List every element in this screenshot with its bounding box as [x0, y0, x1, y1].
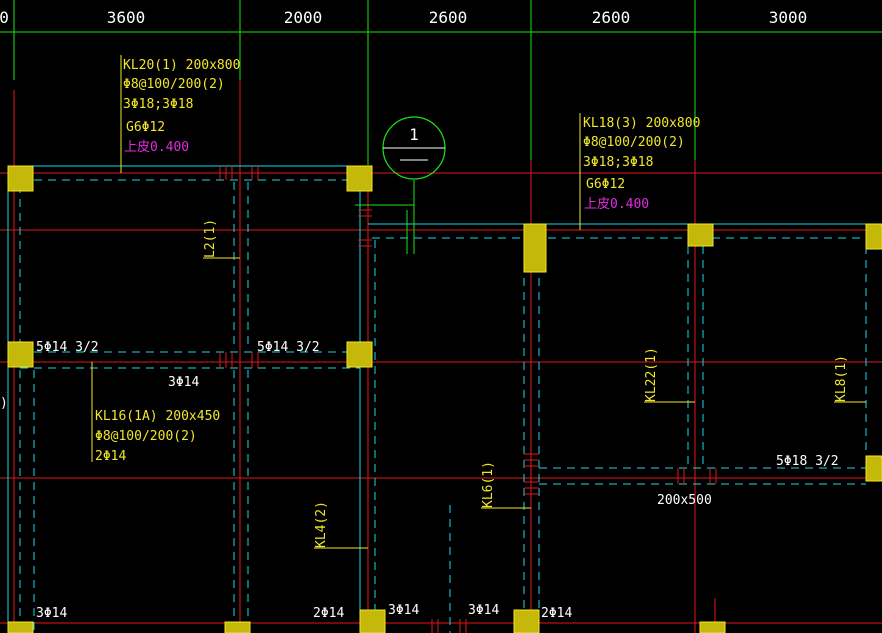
column	[224, 621, 251, 633]
kl16-stirrup: Φ8@100/200(2)	[95, 429, 197, 444]
rebar-label: 2Φ14	[313, 606, 344, 621]
rebar-label: 5Φ18 3/2	[776, 454, 839, 469]
column	[7, 165, 34, 192]
rebar-labels: 5Φ14 3/2 5Φ14 3/2 3Φ14 5Φ18 3/2 200x500 …	[0, 340, 839, 621]
rebar-label: 5Φ14 3/2	[36, 340, 99, 355]
dimension-label: 3600	[107, 8, 146, 27]
column	[687, 223, 714, 247]
kl18-rebar: 3Φ18;3Φ18	[583, 155, 653, 170]
rebar-label: 3Φ14	[388, 603, 419, 618]
kl4-label: KL4(2)	[314, 501, 329, 548]
column	[865, 223, 882, 250]
column	[346, 341, 373, 368]
dimension-label: 0	[0, 8, 9, 27]
l2-label: L2(1)	[203, 219, 218, 258]
section-size-label: 200x500	[657, 493, 712, 508]
rebar-label: 5Φ14 3/2	[257, 340, 320, 355]
kl6-label: KL6(1)	[481, 461, 496, 508]
column	[359, 609, 386, 633]
rebar-label: 3Φ14	[36, 606, 67, 621]
kl16-spec: KL16(1A) 200x450	[95, 409, 220, 424]
edge-glyph: )	[0, 396, 8, 411]
kl20-annotation: KL20(1) 200x800 Φ8@100/200(2) 3Φ18;3Φ18 …	[123, 58, 240, 155]
kl18-side-rebar: G6Φ12	[586, 177, 625, 192]
columns	[7, 165, 882, 633]
kl16-rebar: 2Φ14	[95, 449, 126, 464]
rebar-label: 3Φ14	[468, 603, 499, 618]
kl22-label: KL22(1)	[644, 347, 659, 402]
vertical-beam-labels: L2(1) KL22(1) KL8(1) KL6(1) KL4(2)	[203, 219, 849, 548]
dimension-label: 3000	[769, 8, 808, 27]
leader-lines	[91, 55, 866, 549]
column	[523, 223, 547, 273]
kl20-side-rebar: G6Φ12	[126, 120, 165, 135]
rebar-label: 2Φ14	[541, 606, 572, 621]
column	[513, 609, 540, 633]
column	[7, 341, 34, 368]
column	[7, 621, 34, 633]
column	[865, 455, 882, 482]
kl18-stirrup: Φ8@100/200(2)	[583, 135, 685, 150]
column	[699, 621, 726, 633]
section-mark: 1	[355, 116, 446, 254]
kl18-spec: KL18(3) 200x800	[583, 116, 700, 131]
dimension-chain	[0, 0, 882, 220]
dimension-labels: 0 3600 2000 2600 2600 3000	[0, 8, 807, 27]
dimension-label: 2600	[429, 8, 468, 27]
beam-outlines	[7, 165, 882, 633]
kl20-rebar: 3Φ18;3Φ18	[123, 97, 193, 112]
dimension-label: 2600	[592, 8, 631, 27]
section-number: 1	[409, 125, 419, 144]
kl18-elevation: 上皮0.400	[584, 197, 649, 212]
kl20-elevation: 上皮0.400	[124, 140, 189, 155]
kl20-stirrup: Φ8@100/200(2)	[123, 77, 225, 92]
kl18-annotation: KL18(3) 200x800 Φ8@100/200(2) 3Φ18;3Φ18 …	[583, 116, 700, 212]
kl16-annotation: KL16(1A) 200x450 Φ8@100/200(2) 2Φ14	[95, 409, 220, 464]
kl20-spec: KL20(1) 200x800	[123, 58, 240, 73]
rebar-marks	[219, 166, 717, 633]
rebar-label: 3Φ14	[168, 375, 199, 390]
column	[346, 165, 373, 192]
dimension-label: 2000	[284, 8, 323, 27]
kl8-label: KL8(1)	[834, 355, 849, 402]
